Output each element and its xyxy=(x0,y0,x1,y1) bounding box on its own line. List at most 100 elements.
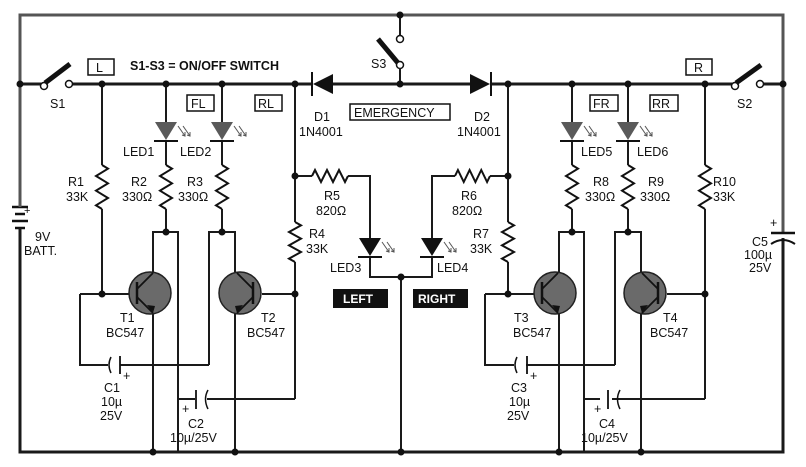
switch-s1: S1 xyxy=(39,62,74,111)
svg-text:33K: 33K xyxy=(306,242,329,256)
svg-text:+: + xyxy=(24,205,30,217)
svg-text:R3: R3 xyxy=(187,175,203,189)
tag-left-indicator: LEFT xyxy=(333,289,388,308)
tag-emergency: EMERGENCY xyxy=(349,103,451,121)
junction-dot xyxy=(16,80,24,88)
resistor-r8 xyxy=(564,164,580,210)
resistor-r6 xyxy=(454,167,491,185)
svg-text:FR: FR xyxy=(593,97,610,111)
led-labels: LED1 LED2 LED3 LED4 LED5 LED6 xyxy=(123,145,668,275)
transistor-t1 xyxy=(128,271,172,315)
junction-dot xyxy=(291,172,299,180)
right-wiring xyxy=(431,84,706,452)
led-2-symbol xyxy=(210,122,247,142)
capacitor-c5: + C5 100µ 25V xyxy=(744,15,796,275)
svg-text:10µ/25V: 10µ/25V xyxy=(170,431,217,445)
junction-dot xyxy=(397,273,405,281)
svg-text:RR: RR xyxy=(652,97,670,111)
junction-dot xyxy=(231,448,239,456)
led-3-symbol xyxy=(358,238,395,258)
diode-d1: D1 1N4001 xyxy=(299,72,343,139)
svg-text:330Ω: 330Ω xyxy=(178,190,208,204)
svg-text:33K: 33K xyxy=(66,190,89,204)
svg-text:10µ: 10µ xyxy=(101,395,122,409)
switch-note: S1-S3 = ON/OFF SWITCH xyxy=(130,59,279,73)
junction-dot xyxy=(568,228,576,236)
svg-text:+: + xyxy=(530,369,537,383)
svg-text:+: + xyxy=(770,216,777,230)
junction-dot xyxy=(555,448,563,456)
junction-dot xyxy=(504,290,512,298)
svg-text:C1: C1 xyxy=(104,381,120,395)
junction-dot xyxy=(624,80,632,88)
junction-dot xyxy=(779,80,787,88)
svg-text:+: + xyxy=(123,369,130,383)
junction-dot xyxy=(637,448,645,456)
svg-text:T2: T2 xyxy=(261,311,276,325)
svg-text:C5: C5 xyxy=(752,235,768,249)
s2-label: S2 xyxy=(737,97,752,111)
svg-text:T1: T1 xyxy=(120,311,135,325)
svg-text:FL: FL xyxy=(191,97,206,111)
svg-text:BC547: BC547 xyxy=(247,326,285,340)
resistor-r4 xyxy=(286,221,304,263)
led-4-symbol xyxy=(420,238,457,258)
tag-fl: FL xyxy=(186,94,215,112)
svg-text:BC547: BC547 xyxy=(650,326,688,340)
switch-s2: S2 xyxy=(730,62,765,111)
junction-dot xyxy=(624,228,632,236)
svg-text:820Ω: 820Ω xyxy=(316,204,346,218)
junction-dot xyxy=(396,11,404,19)
tag-l: L xyxy=(87,58,115,76)
junction-dot xyxy=(291,290,299,298)
junction-dot xyxy=(218,80,226,88)
transistor-t2 xyxy=(218,271,262,315)
d2-part: 1N4001 xyxy=(457,125,501,139)
tag-rr: RR xyxy=(649,94,679,112)
resistor-r7 xyxy=(499,221,517,263)
resistor-r2 xyxy=(158,164,174,210)
battery: + 9V BATT. xyxy=(12,200,57,258)
indicator-common xyxy=(369,256,433,452)
tag-r: R xyxy=(685,58,713,76)
resistor-r5 xyxy=(311,167,349,185)
junction-dot xyxy=(218,228,226,236)
svg-text:R5: R5 xyxy=(324,189,340,203)
tag-rl: RL xyxy=(254,94,283,112)
svg-text:R4: R4 xyxy=(309,227,325,241)
junction-dot xyxy=(98,80,106,88)
transistors xyxy=(128,271,667,315)
svg-text:R7: R7 xyxy=(473,227,489,241)
s3-label: S3 xyxy=(371,57,386,71)
left-wiring xyxy=(79,84,371,452)
capacitor-c4: + C4 10µ/25V xyxy=(581,389,628,445)
svg-text:330Ω: 330Ω xyxy=(122,190,152,204)
resistor-r10 xyxy=(697,164,713,210)
svg-text:T4: T4 xyxy=(663,311,678,325)
svg-text:LED5: LED5 xyxy=(581,145,612,159)
svg-text:100µ: 100µ xyxy=(744,248,772,262)
battery-name: BATT. xyxy=(24,244,57,258)
junction-dot xyxy=(701,80,709,88)
resistors xyxy=(94,164,713,263)
diode-d2: D2 1N4001 xyxy=(457,72,501,139)
led-1-symbol xyxy=(154,122,191,142)
svg-text:25V: 25V xyxy=(507,409,530,423)
junction-dot xyxy=(149,448,157,456)
svg-text:T3: T3 xyxy=(514,311,529,325)
svg-text:LED3: LED3 xyxy=(330,261,361,275)
junction-dot xyxy=(396,80,404,88)
svg-text:C3: C3 xyxy=(511,381,527,395)
svg-text:LED6: LED6 xyxy=(637,145,668,159)
d1-part: 1N4001 xyxy=(299,125,343,139)
led-6-symbol xyxy=(616,122,653,142)
battery-value: 9V xyxy=(35,230,51,244)
s1-label: S1 xyxy=(50,97,65,111)
transistor-labels: T1 BC547 T2 BC547 T3 BC547 T4 BC547 xyxy=(106,311,688,340)
svg-text:LED1: LED1 xyxy=(123,145,154,159)
svg-text:C2: C2 xyxy=(188,417,204,431)
capacitor-c3: + C3 10µ 25V xyxy=(507,356,537,423)
svg-text:BC547: BC547 xyxy=(513,326,551,340)
resistor-r3 xyxy=(214,164,230,210)
svg-text:R9: R9 xyxy=(648,175,664,189)
